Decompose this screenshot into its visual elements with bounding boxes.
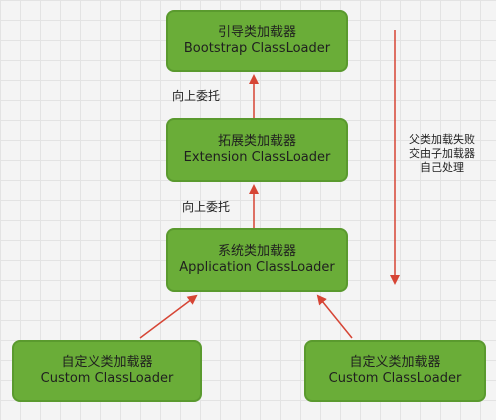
custom-right-zh-label: 自定义类加载器 [349, 355, 441, 371]
bootstrap-en-label: Bootstrap ClassLoader [183, 41, 331, 56]
application-zh-label: 系统类加载器 [217, 244, 296, 260]
extension-zh-label: 拓展类加载器 [217, 134, 296, 150]
fallback-note-line-3: 自己处理 [420, 160, 464, 174]
application-en-label: Application ClassLoader [179, 260, 335, 275]
custom-right-en-label: Custom ClassLoader [328, 371, 462, 386]
custom-left-zh-label: 自定义类加载器 [61, 355, 153, 371]
arrow-custom1-to-application [139, 294, 198, 339]
fallback-note: 父类加载失败 交由子加载器 自己处理 [397, 133, 487, 174]
custom-left-en-label: Custom ClassLoader [40, 371, 174, 386]
custom-classloader-box-left: 自定义类加载器 Custom ClassLoader [12, 340, 202, 402]
bootstrap-zh-label: 引导类加载器 [217, 25, 296, 41]
bootstrap-classloader-box: 引导类加载器 Bootstrap ClassLoader [166, 10, 348, 72]
delegate-up-label-lower: 向上委托 [182, 200, 231, 214]
extension-en-label: Extension ClassLoader [183, 150, 331, 165]
custom-classloader-box-right: 自定义类加载器 Custom ClassLoader [304, 340, 486, 402]
fallback-note-line-1: 父类加载失败 [409, 133, 475, 146]
fallback-note-line-2: 交由子加载器 [409, 146, 475, 160]
arrow-custom2-to-application [316, 294, 353, 339]
application-classloader-box: 系统类加载器 Application ClassLoader [166, 228, 348, 292]
delegate-up-label-upper: 向上委托 [172, 89, 221, 103]
extension-classloader-box: 拓展类加载器 Extension ClassLoader [166, 118, 348, 182]
